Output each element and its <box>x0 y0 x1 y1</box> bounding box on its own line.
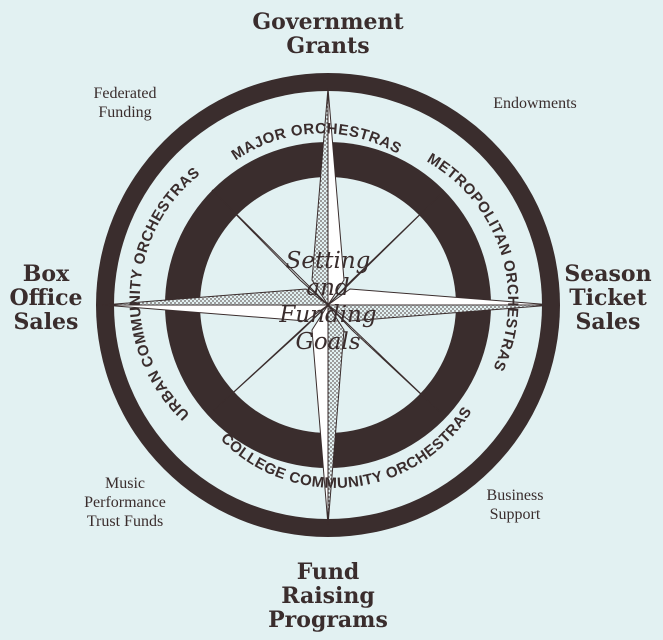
label-north: Government Grants <box>252 9 404 59</box>
compass-star-diagonals <box>211 189 441 413</box>
center-label: Setting and Funding Goals <box>279 248 377 355</box>
label-southwest: Music Performance Trust Funds <box>84 475 166 530</box>
label-northeast: Endowments <box>493 95 577 112</box>
label-northwest: Federated Funding <box>93 85 157 121</box>
label-south: Fund Raising Programs <box>268 559 388 633</box>
label-east: Season Ticket Sales <box>564 261 652 335</box>
compass-star-main <box>102 87 554 526</box>
label-west: Box Office Sales <box>9 261 83 335</box>
label-southeast: Business Support <box>486 487 544 523</box>
